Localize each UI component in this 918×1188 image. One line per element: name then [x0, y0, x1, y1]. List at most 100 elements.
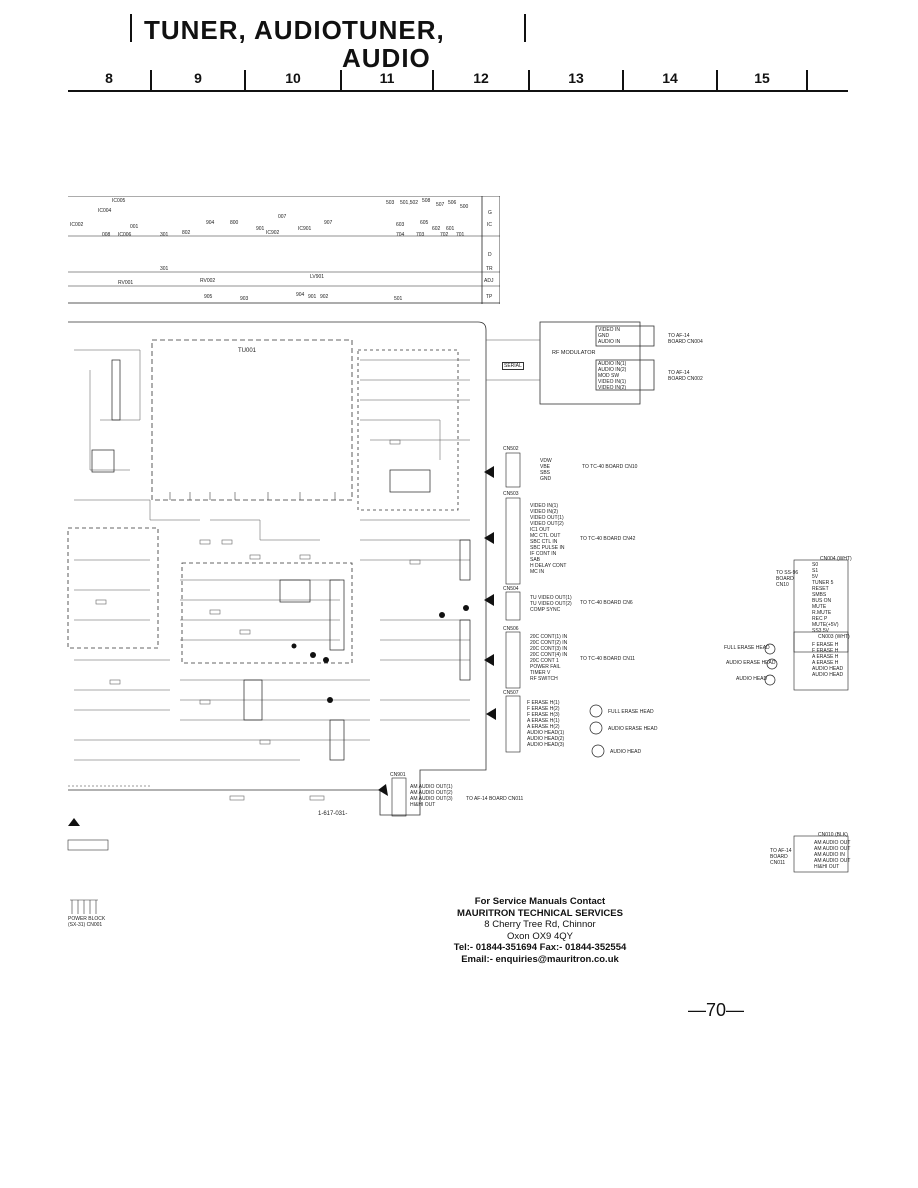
pin-label: COMP SYNC [530, 607, 561, 613]
pin-label: 20C CONT(2) IN [530, 640, 568, 646]
rf-pin: VIDEO IN(1) [598, 379, 627, 385]
row-label-tp: TP [486, 294, 493, 300]
contact-email: Email:- enquiries@mauritron.co.uk [461, 953, 619, 965]
ref-ic002: IC002 [70, 222, 84, 228]
ref-905: 905 [204, 294, 213, 300]
rf-pin: MOD SW [598, 373, 620, 379]
pin-label: IC1 OUT [530, 527, 550, 533]
ref-ic005: IC005 [112, 198, 126, 204]
full-erase-head-label: FULL ERASE HEAD [608, 709, 654, 715]
ref-603: 603 [396, 222, 405, 228]
rf-pin: AUDIO IN [598, 339, 621, 345]
pin-label: HI&HI OUT [410, 802, 436, 808]
ref-602: 602 [432, 226, 441, 232]
connector-to: TO SS-96 BOARD CN10 [776, 570, 799, 588]
connector-pins-cn901: AM AUDIO OUT(1) AM AUDIO OUT(2) AM AUDIO… [410, 784, 453, 808]
connector-name: CN503 [503, 491, 519, 497]
audio-head-label: AUDIO HEAD [610, 749, 642, 755]
pin-label: S0 [812, 562, 819, 568]
pin-label: TU VIDEO OUT(2) [530, 601, 572, 607]
pin-label: AM AUDIO OUT(3) [410, 796, 453, 802]
ref-501-tp: 501 [394, 296, 403, 302]
pin-label: POWER FAIL [530, 664, 561, 670]
connector-name: CN004 (WHT) [820, 556, 852, 562]
ref-lv901: LV901 [310, 274, 325, 280]
connector-pins-cn503: VIDEO IN(1) VIDEO IN(2) VIDEO OUT(1) VID… [530, 503, 567, 575]
pin-label: SMBS [812, 592, 827, 598]
connector-name: CN003 (WHT) [818, 634, 850, 640]
pin-label: 5V [812, 574, 819, 580]
ref-601: 601 [446, 226, 455, 232]
grid-col-9: 9 [194, 70, 202, 86]
pin-label: S1 [812, 568, 819, 574]
connector-to: TO AF-14 BOARD CN011 [770, 848, 792, 866]
connector-pins-cn507: F ERASE H(1) F ERASE H(2) F ERASE H(3) A… [527, 700, 564, 748]
ref-301: 301 [160, 232, 169, 238]
grid-col-14: 14 [662, 70, 678, 86]
ref-508: 508 [422, 198, 431, 204]
pin-label: AUDIO HEAD(1) [527, 730, 565, 736]
rf-to-bottom: TO AF-14 BOARD CN002 [668, 370, 703, 382]
pin-label: VIDEO IN(2) [530, 509, 559, 515]
ref-ic006: IC006 [118, 232, 132, 238]
rf-modulator-pins-top: VIDEO IN GND AUDIO IN [598, 327, 620, 345]
audio-erase-head-label-right: AUDIO ERASE HEAD [726, 660, 776, 666]
grid-col-10: 10 [285, 70, 301, 86]
pin-label: RESET [812, 586, 829, 592]
audio-head-label-right: AUDIO HEAD [736, 676, 768, 682]
pin-label: F ERASE H(2) [527, 706, 560, 712]
contact-line: For Service Manuals Contact [474, 896, 606, 907]
right-block2-pins: F ERASE H F ERASE H A ERASE H A ERASE H … [812, 642, 843, 678]
rf-pin: AUDIO IN(2) [598, 367, 627, 373]
pin-label: F ERASE H [812, 648, 839, 654]
connector-to: TO AF-14 BOARD CN011 [466, 796, 524, 802]
pin-label: 20C CONT(4) IN [530, 652, 568, 658]
pin-label: RF SWITCH [530, 676, 558, 682]
pin-label: MC IN [530, 569, 545, 575]
pin-label: VIDEO IN(1) [530, 503, 559, 509]
connector-name: CN901 [390, 772, 406, 778]
contact-postcode: Oxon OX9 4QY [506, 930, 573, 942]
ref-800: 800 [230, 220, 239, 226]
ref-507: 507 [436, 202, 445, 208]
pin-label: TIMER V [530, 670, 551, 676]
ref-ic902: IC902 [266, 230, 280, 236]
ref-500: 500 [460, 204, 469, 210]
pin-label: GND [540, 476, 552, 482]
pin-label: MUTE [812, 604, 827, 610]
pin-label: IF CONT IN [530, 551, 557, 557]
title-left: TUNER, AUDIO [144, 15, 343, 45]
connector-name: CN502 [503, 446, 519, 452]
contact-address: 8 Cherry Tree Rd, Chinnor [484, 919, 596, 930]
grid-col-8: 8 [105, 70, 113, 86]
ref-904: 904 [206, 220, 215, 226]
pin-label: SBC CTL IN [530, 539, 558, 545]
pin-label: SBC PULSE IN [530, 545, 565, 551]
service-contact-block: For Service Manuals Contact MAURITRON TE… [410, 896, 670, 965]
tuner-label: TU001 [238, 348, 257, 354]
ref-007: 007 [278, 214, 287, 220]
pin-label: A ERASE H(2) [527, 724, 560, 730]
pin-label: F ERASE H(3) [527, 712, 560, 718]
ref-rv001: RV001 [118, 280, 134, 286]
right-block-pins: S0 S1 5V TUNER 5 RESET SMBS BUS ON MUTE … [812, 562, 839, 634]
pin-label: A ERASE H(1) [527, 718, 560, 724]
rf-modulator-title: RF MODULATOR [552, 350, 596, 356]
pin-label: VDW [540, 458, 552, 464]
pin-label: VBE [540, 464, 551, 470]
pin-label: HI&HI OUT [814, 864, 840, 870]
parts-index-table: G IC D TR ADJ TP IC005 IC004 503 501,502… [68, 196, 500, 304]
rf-pin: GND [598, 333, 610, 339]
row-label-g: G [488, 210, 492, 216]
pin-label: SBS [540, 470, 551, 476]
ref-605: 605 [420, 220, 429, 226]
page-title-box: TUNER, AUDIO TUNER, AUDIO [130, 14, 526, 72]
connector-to: TO TC-40 BOARD CN42 [580, 536, 636, 542]
pin-label: TU VIDEO OUT(1) [530, 595, 572, 601]
ref-501-502: 501,502 [400, 200, 419, 206]
pin-label: 20C CONT(3) IN [530, 646, 568, 652]
connector-name: CN504 [503, 586, 519, 592]
contact-phone: Tel:- 01844-351694 Fax:- 01844-352554 [453, 942, 627, 953]
power-block-label: POWER BLOCK (SX-31) CN001 [68, 916, 106, 928]
ref-506: 506 [448, 200, 457, 206]
